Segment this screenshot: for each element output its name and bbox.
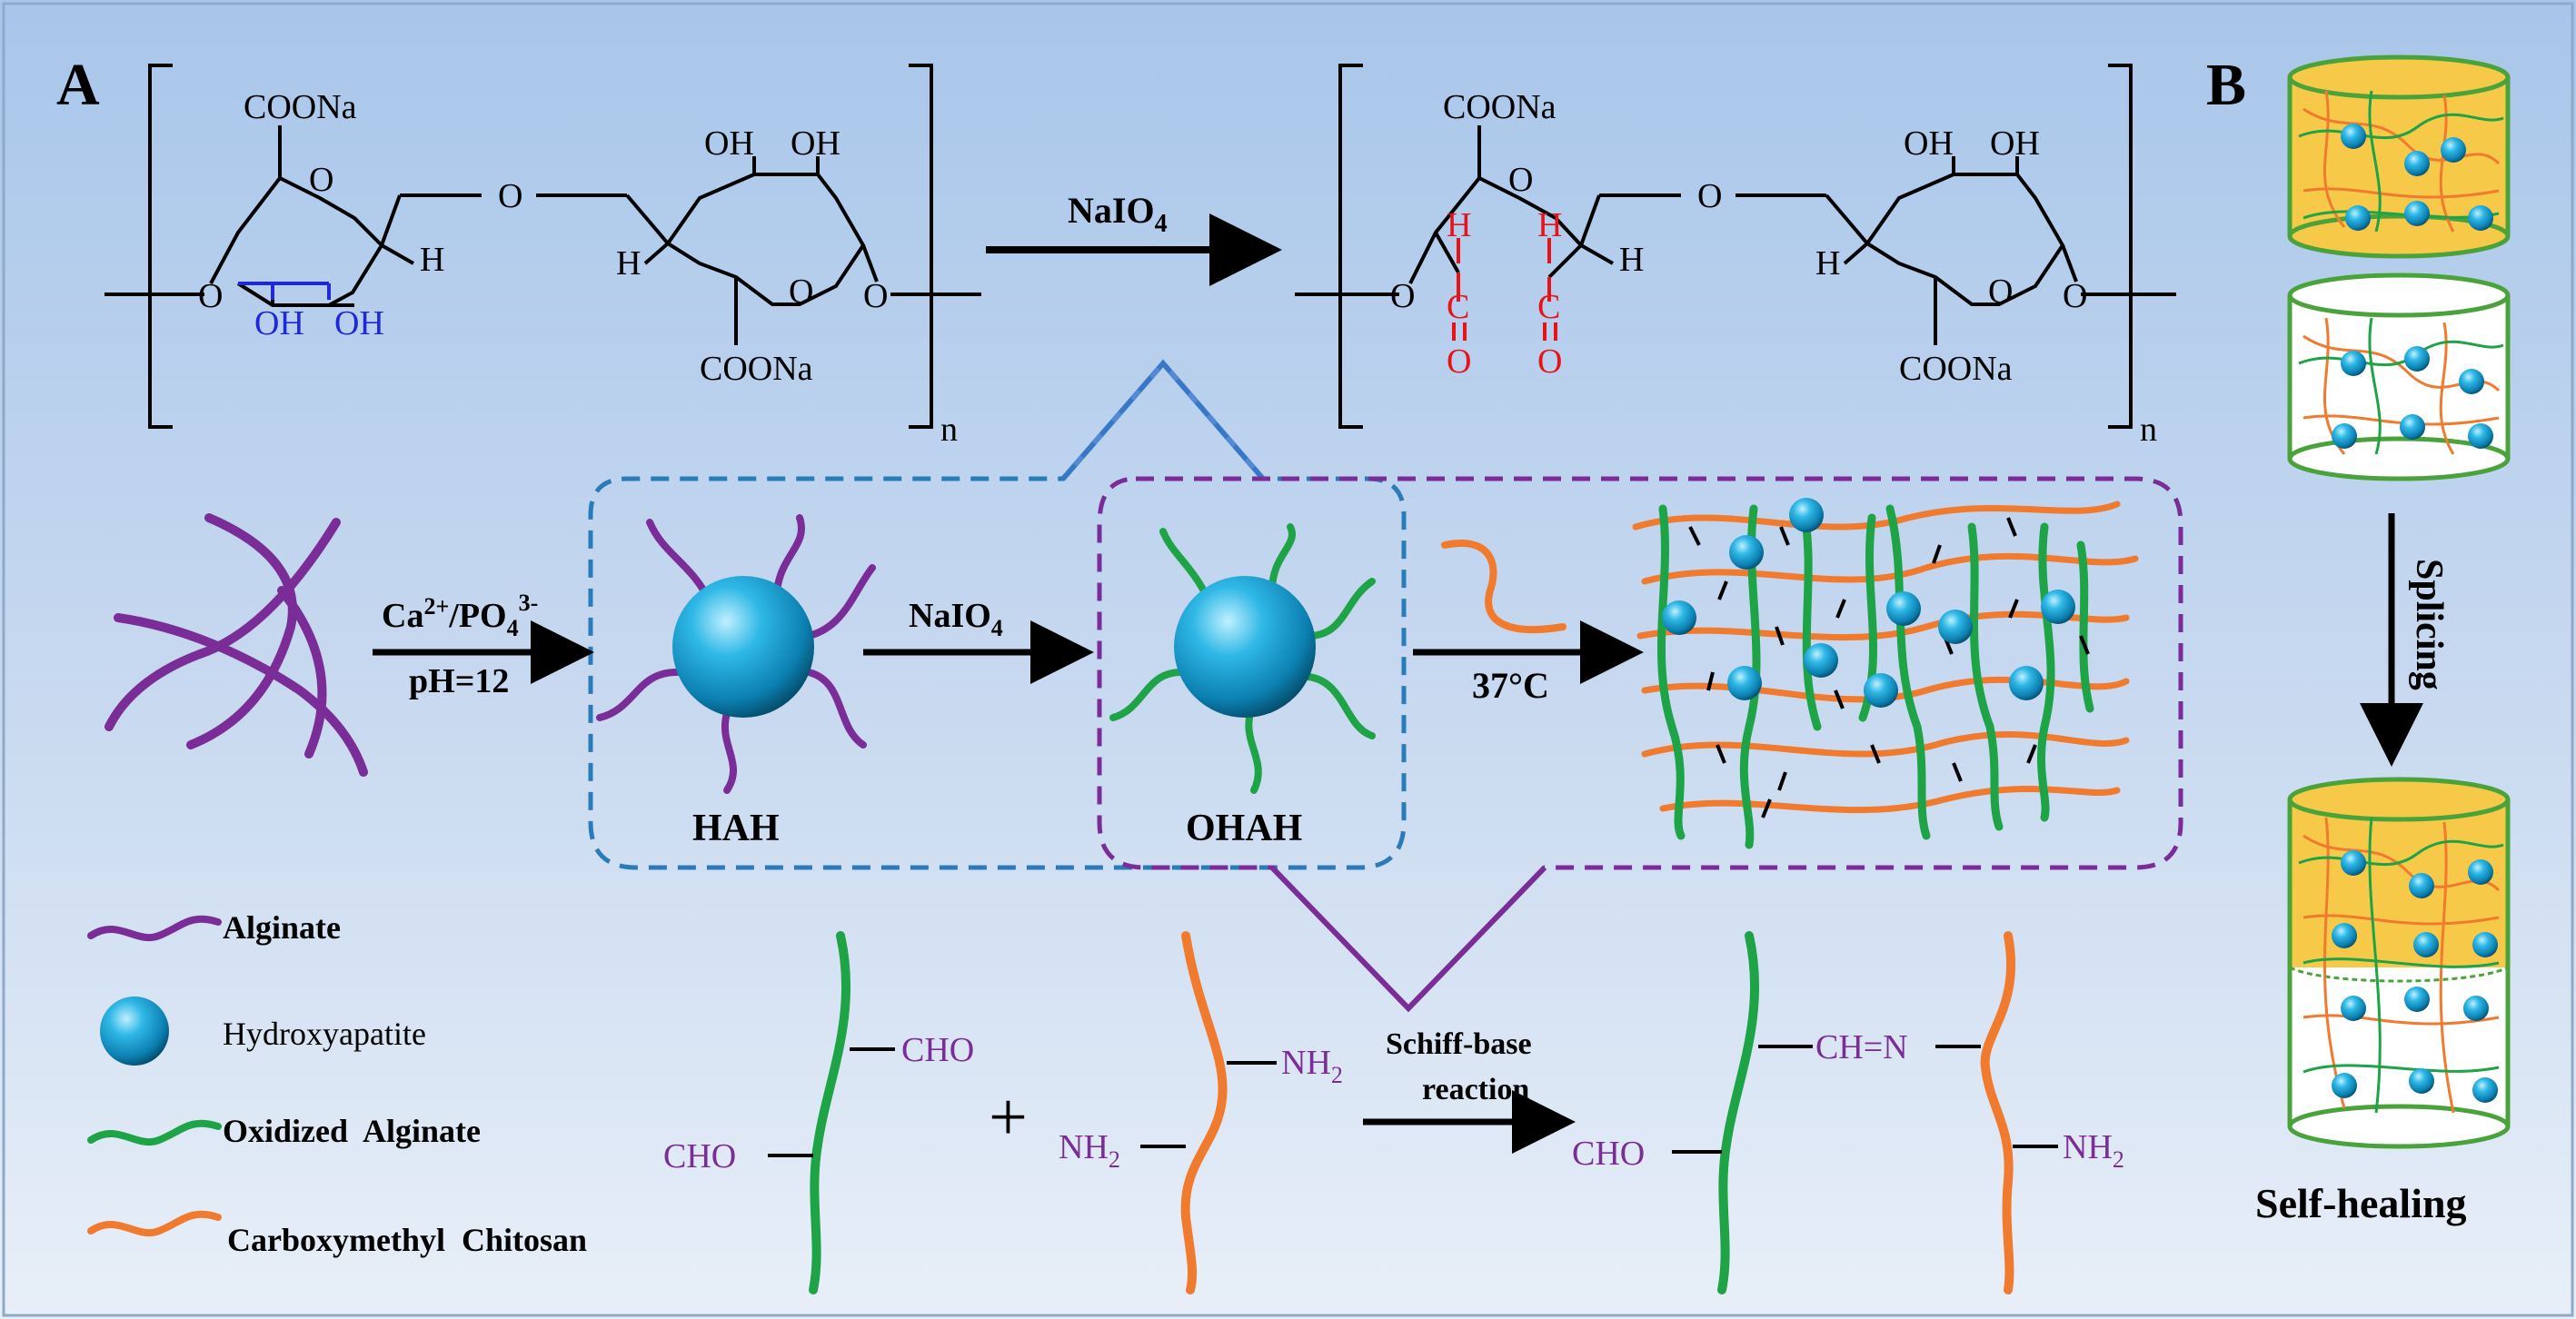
reaction-chitosan: [1140, 931, 1277, 1294]
aldehyde-h2: H: [1537, 206, 1562, 244]
schiff-label-1: Schiff-base: [1386, 1027, 1532, 1061]
hydrogel-network: [1632, 498, 2139, 849]
aldehyde-o2: O: [1537, 342, 1562, 381]
right-h2: H: [1815, 244, 1840, 283]
legend-item-alginate: Alginate: [87, 909, 341, 946]
panel-label-a: A: [56, 52, 100, 118]
legend-alginate-swatch: [87, 915, 222, 941]
right-oh-top-2: OH: [1990, 124, 2040, 163]
legend-hydroxyapatite-label: Hydroxyapatite: [223, 1016, 426, 1052]
top-arrow-label: NaIO4: [1068, 190, 1168, 238]
left-end-o-left: O: [198, 277, 223, 315]
right-end-o-right: O: [2063, 277, 2087, 315]
cylinder-top-white: [2287, 273, 2511, 481]
hah-label: HAH: [692, 808, 780, 849]
reaction-cho-top: CHO: [901, 1031, 974, 1069]
left-oh-bottom-1: OH: [254, 304, 304, 342]
legend-chitosan-label: Carboxymethyl Chitosan: [227, 1222, 587, 1258]
step2-label: NaIO4: [909, 597, 1003, 641]
legend: Alginate Hydroxyapatite Oxidized Alginat…: [87, 909, 587, 1258]
legend-item-chitosan: Carboxymethyl Chitosan: [87, 1210, 587, 1258]
left-h2: H: [616, 244, 641, 283]
reaction-product: [1672, 931, 2058, 1294]
right-oh-top-1: OH: [1904, 124, 1954, 163]
reaction-oxidized-alginate: [768, 931, 895, 1294]
legend-item-oxidized-alginate: Oxidized Alginate: [87, 1113, 481, 1149]
left-coona-bottom: COONa: [700, 350, 813, 388]
panel-label-b: B: [2206, 52, 2246, 118]
reaction-nh2-top: NH2: [1281, 1044, 1343, 1088]
right-coona-top: COONa: [1443, 88, 1557, 126]
ohah-particle: [1109, 523, 1376, 794]
left-oh-top-1: OH: [704, 124, 754, 163]
left-ring-o1: O: [309, 161, 333, 199]
right-subscript-n: n: [2140, 411, 2157, 449]
product-cho: CHO: [1572, 1135, 1645, 1173]
aldehyde-groups: [1452, 238, 1557, 341]
left-subscript-n: n: [940, 411, 958, 449]
oxidized-alginate-structure: [1295, 64, 2176, 429]
splicing-label: Splicing: [2408, 559, 2450, 690]
aldehyde-c1: C: [1447, 288, 1469, 326]
aldehyde-o1: O: [1447, 342, 1471, 381]
alginate-chains: [104, 513, 368, 777]
legend-chitosan-swatch: [87, 1210, 222, 1236]
left-link-o: O: [498, 177, 522, 215]
right-link-o: O: [1697, 177, 1722, 215]
right-ring-o1: O: [1508, 161, 1533, 199]
legend-alginate-label: Alginate: [223, 909, 341, 946]
blue-callout-apex: [1060, 359, 1266, 481]
right-ring-o2: O: [1988, 273, 2013, 311]
legend-item-hydroxyapatite: Hydroxyapatite: [100, 997, 426, 1066]
self-healing-label: Self-healing: [2255, 1180, 2467, 1226]
reaction-cho-left: CHO: [663, 1137, 736, 1175]
aldehyde-c2: C: [1537, 288, 1560, 326]
purple-callout-apex: [1269, 865, 1547, 1013]
left-oh-top-2: OH: [791, 124, 840, 163]
aldehyde-h1: H: [1447, 206, 1471, 244]
left-ring-o2: O: [789, 273, 813, 311]
left-oh-bottom-2: OH: [334, 304, 384, 342]
right-end-o-left: O: [1390, 277, 1415, 315]
reaction-plus: +: [989, 1079, 1028, 1155]
left-end-o-right: O: [863, 277, 888, 315]
hah-particle: [596, 514, 876, 794]
right-h1: H: [1619, 241, 1644, 279]
ohah-label: OHAH: [1186, 808, 1302, 849]
left-coona-top: COONa: [244, 88, 357, 126]
cylinder-healed: [2287, 777, 2511, 1149]
alginate-diol-bond: [238, 282, 331, 300]
schiff-label-2: reaction: [1422, 1073, 1529, 1106]
product-nh2: NH2: [2063, 1128, 2124, 1173]
right-coona-bottom: COONa: [1899, 350, 2013, 388]
step1-label-bottom: pH=12: [409, 662, 509, 700]
legend-oxidized-alginate-swatch: [87, 1119, 222, 1145]
left-h1: H: [420, 241, 444, 279]
alginate-structure: [104, 64, 981, 429]
chitosan-fragment: [1441, 540, 1566, 633]
step3-label: 37°C: [1472, 665, 1549, 706]
cylinder-top-yellow: [2287, 55, 2511, 259]
blue-callout-box: [588, 360, 1407, 870]
reaction-nh2-left: NH2: [1059, 1128, 1120, 1173]
legend-hydroxyapatite-swatch: [100, 997, 169, 1066]
legend-oxidized-alginate-label: Oxidized Alginate: [223, 1113, 481, 1149]
step1-label-top: Ca2+/PO43-: [382, 590, 538, 641]
product-link: CH=N: [1815, 1028, 1908, 1066]
